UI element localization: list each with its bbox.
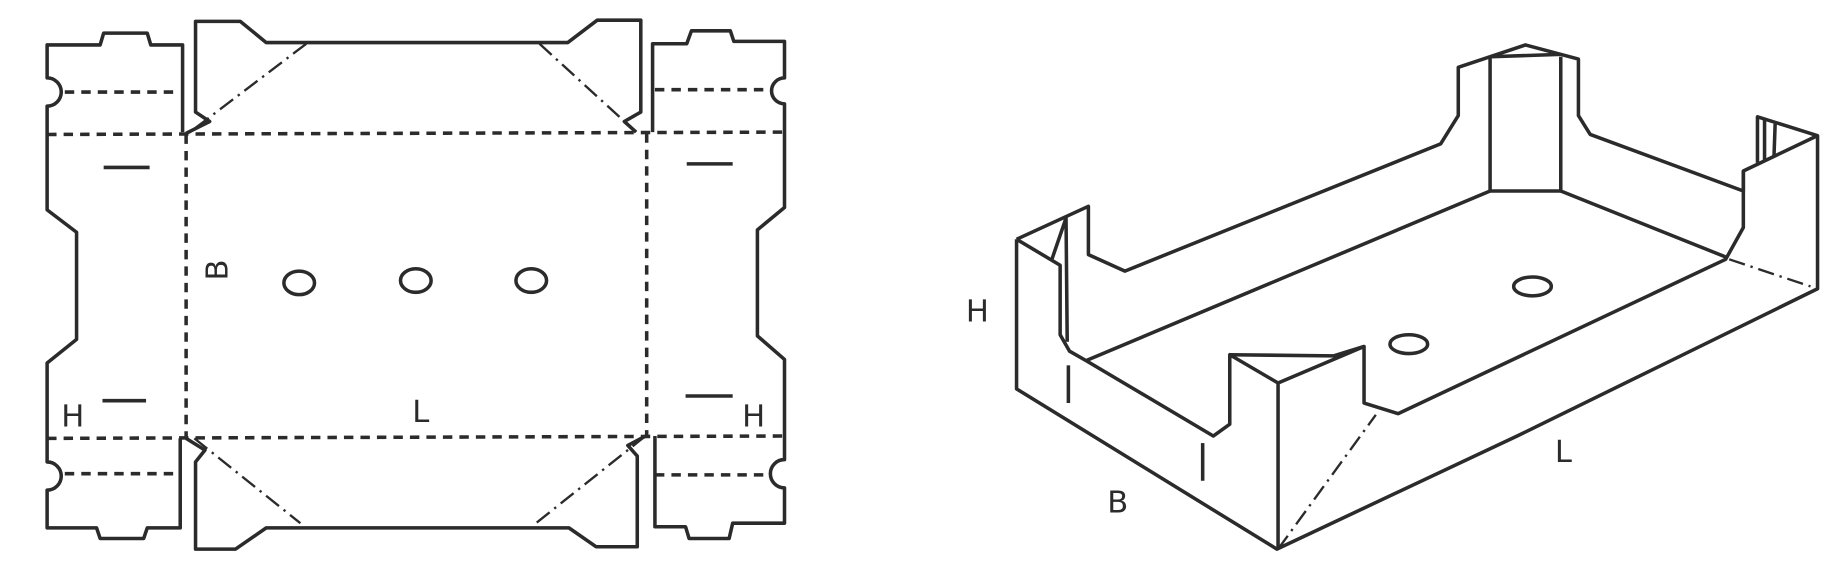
vent-hole: [1511, 275, 1554, 298]
floor-edges: [1085, 189, 1727, 550]
label-l-flat: L: [412, 395, 429, 430]
right-side-panel-outline: [650, 29, 787, 541]
corner-details: [1050, 117, 1777, 342]
label-b-iso: B: [1107, 486, 1128, 521]
vent-hole: [1388, 332, 1430, 356]
flat-die-cut-layout: B H L H: [45, 18, 787, 551]
slots: [102, 162, 733, 403]
vent-holes: [282, 266, 549, 297]
isometric-box-view: H B L: [966, 43, 1820, 551]
back-wall-top-edge: [1015, 43, 1819, 273]
inner-top-edge: [1015, 170, 1746, 438]
diagonal-fold-lines: [187, 42, 647, 525]
back-tab: [1488, 52, 1563, 193]
crease-lines: [47, 87, 785, 477]
bottom-flap-outline: [185, 434, 647, 551]
fold-line-front: [1277, 414, 1377, 550]
label-l-iso: L: [1555, 435, 1572, 470]
left-side-panel-outline: [45, 31, 185, 541]
label-h-right: H: [742, 400, 765, 435]
fold-line-right: [1728, 258, 1811, 288]
label-b-flat: B: [200, 260, 235, 281]
outer-edges: [1014, 115, 1820, 551]
label-h-iso: H: [966, 295, 989, 330]
label-h-left: H: [61, 400, 84, 435]
top-flap-outline: [185, 18, 643, 135]
